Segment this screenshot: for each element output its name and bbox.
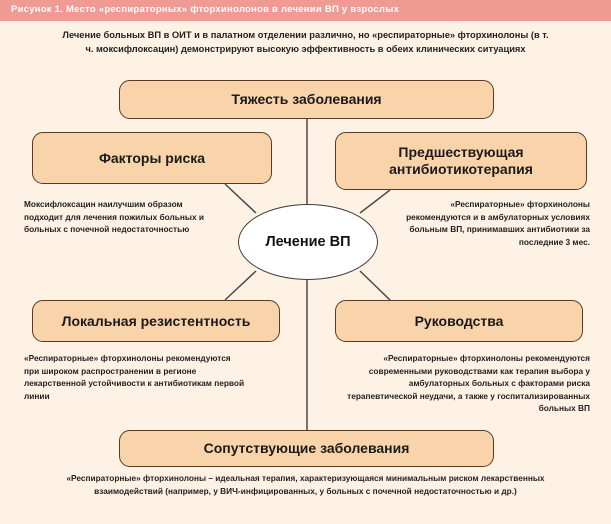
node-prior-antibiotic-therapy-label: Предшествующая антибиотикотерапия [389, 144, 533, 177]
node-guidelines-label: Руководства [414, 312, 504, 329]
node-local-resistance: Локальная резистентность [32, 300, 280, 342]
note-comorbidities: «Респираторные» фторхинолоны – идеальная… [66, 473, 545, 496]
figure-header-band [0, 0, 611, 21]
node-center-treatment: Лечение ВП [238, 204, 378, 280]
note-guidelines: «Респираторные» фторхинолоны рекомендуют… [347, 353, 590, 414]
node-center-treatment-label: Лечение ВП [265, 234, 351, 250]
intro-paragraph: Лечение больных ВП в ОИТ и в палатном от… [62, 30, 549, 54]
figure-header-title: Рисунок 1. Место «респираторных» фторхин… [11, 4, 400, 15]
node-guidelines: Руководства [335, 300, 583, 342]
node-risk-factors: Факторы риска [32, 132, 272, 184]
node-prior-antibiotic-therapy: Предшествующая антибиотикотерапия [335, 132, 587, 190]
node-local-resistance-label: Локальная резистентность [61, 312, 251, 329]
node-comorbidities: Сопутствующие заболевания [119, 430, 494, 467]
note-risk-factors: Моксифлоксацин наилучшим образом подходи… [24, 199, 204, 235]
node-risk-factors-label: Факторы риска [98, 149, 206, 166]
node-severity: Тяжесть заболевания [119, 80, 494, 119]
node-comorbidities-label: Сопутствующие заболевания [203, 440, 410, 456]
node-severity-label: Тяжесть заболевания [231, 91, 382, 107]
note-local-resistance: «Респираторные» фторхинолоны рекомендуют… [24, 353, 245, 401]
note-prior-antibiotic-therapy: «Респираторные» фторхинолоны рекомендуют… [406, 199, 590, 247]
